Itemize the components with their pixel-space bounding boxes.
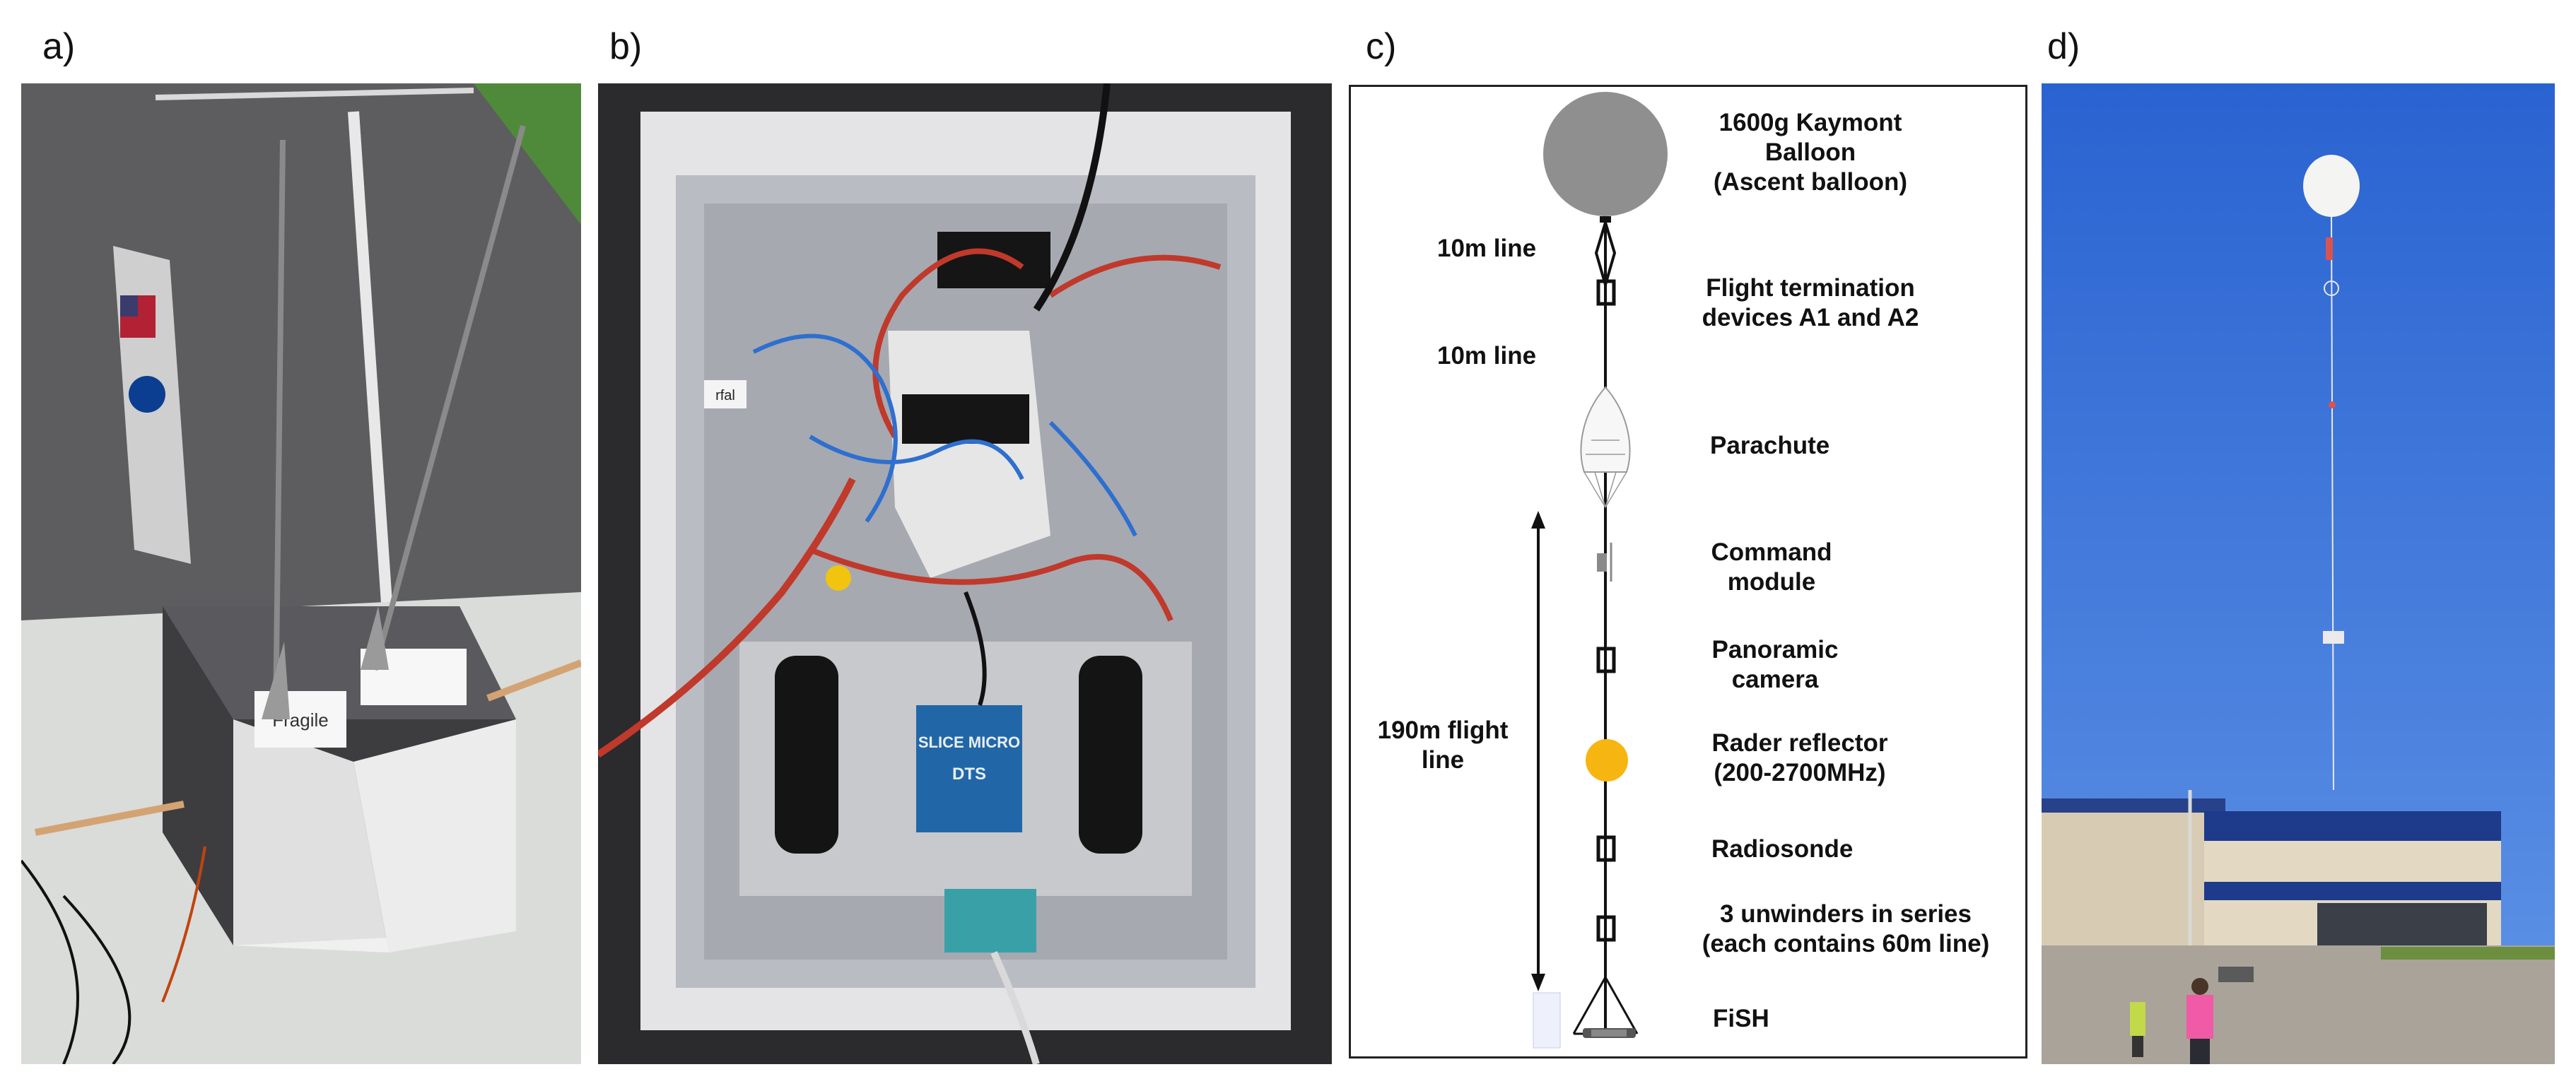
photo-payload-interior: SLICE MICRO DTS rfal — [598, 83, 1332, 1064]
command-label-line1: Command — [1711, 538, 1832, 566]
balloon-label: 1600g Kaymont Balloon (Ascent balloon) — [1690, 108, 1931, 197]
unwinders-label-line2: (each contains 60m line) — [1702, 930, 1990, 957]
command-label: Command module — [1690, 538, 1853, 597]
line1-label: 10m line — [1437, 235, 1537, 262]
flight-line-label-line2: line — [1421, 746, 1465, 774]
termination-label: Flight termination devices A1 and A2 — [1676, 273, 1945, 333]
camera-label-line2: camera — [1731, 666, 1819, 693]
termination-label-line2: devices A1 and A2 — [1702, 304, 1919, 331]
radiosonde-icon — [1596, 835, 1616, 862]
flight-line-arrow — [1531, 511, 1545, 991]
rfal-tag: rfal — [715, 388, 735, 403]
panel-label-a: a) — [42, 26, 76, 67]
parachute-label: Parachute — [1710, 432, 1830, 459]
slice-box-brand: DTS — [952, 765, 986, 784]
reflector-label-line2: (200-2700MHz) — [1714, 759, 1886, 786]
line2-label: 10m line — [1437, 342, 1537, 370]
balloon-label-line1: 1600g Kaymont — [1719, 109, 1902, 136]
ground-marker — [1533, 992, 1561, 1049]
reflector-label-line1: Rader reflector — [1711, 729, 1888, 757]
camera-label-line1: Panoramic — [1711, 636, 1839, 664]
termination-label-line1: Flight termination — [1706, 274, 1915, 302]
flight-line-label-line1: 190m flight — [1377, 716, 1509, 744]
panel-label-c: c) — [1366, 26, 1397, 67]
command-module-icon — [1597, 543, 1612, 582]
reflector-label: Rader reflector (200-2700MHz) — [1683, 729, 1916, 788]
camera-icon — [1596, 647, 1616, 673]
panel-label-b: b) — [609, 26, 643, 67]
unwinder-icon — [1596, 915, 1616, 942]
photo-payload-box: Fragile — [21, 83, 581, 1064]
camera-label: Panoramic camera — [1690, 635, 1860, 695]
radiosonde-label: Radiosonde — [1711, 835, 1854, 863]
termination-device-icon — [1596, 279, 1616, 306]
panel-label-d: d) — [2047, 26, 2080, 67]
slice-box-label: SLICE MICRO — [918, 733, 1020, 751]
photo-balloon-launch — [2042, 83, 2555, 1064]
unwinders-label: 3 unwinders in series (each contains 60m… — [1683, 900, 2008, 959]
flight-train-diagram: 1600g Kaymont Balloon (Ascent balloon) 1… — [1349, 85, 2027, 1058]
balloon-shape — [1543, 92, 1668, 216]
radar-reflector-icon — [1586, 739, 1628, 782]
parachute-icon — [1580, 386, 1631, 508]
launched-balloon-icon — [2303, 155, 2360, 217]
flight-line-label: 190m flight line — [1358, 716, 1528, 775]
balloon-label-line2: Balloon — [1764, 138, 1856, 166]
balloon-label-line3: (Ascent balloon) — [1713, 168, 1908, 196]
fish-icon — [1583, 1028, 1636, 1038]
unwinders-label-line1: 3 unwinders in series — [1720, 900, 1972, 928]
command-label-line2: module — [1727, 568, 1816, 596]
fish-label: FiSH — [1713, 1005, 1769, 1032]
